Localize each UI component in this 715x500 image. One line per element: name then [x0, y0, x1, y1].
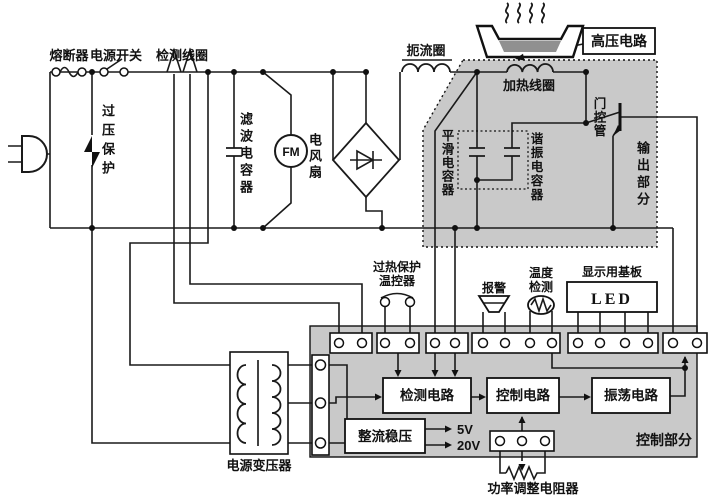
power-resistor-label: 功率调整电阻器 — [487, 481, 579, 496]
heating-coil-label: 加热线圈 — [502, 78, 555, 93]
power-plug — [8, 135, 48, 173]
smoothing-capacitor — [469, 147, 485, 157]
flow-arrows — [375, 356, 689, 471]
v5-label: 5V — [457, 422, 473, 437]
bridge-rectifier — [331, 121, 401, 199]
power-transformer — [229, 351, 289, 455]
high-voltage-region — [422, 59, 658, 248]
fuse-label: 熔断器 — [49, 48, 89, 63]
resonant-cap-label: 谐振电容器 — [528, 132, 543, 202]
v20-label: 20V — [457, 438, 480, 453]
control-section-label: 控制部分 — [636, 432, 692, 448]
overheat-label-1: 过热保护 — [373, 259, 421, 274]
hv-circuit-label: 高压电路 — [591, 33, 648, 49]
junction-dots — [89, 69, 688, 371]
connector-blocks — [329, 332, 708, 354]
secondary-connector — [311, 354, 330, 456]
detection-coil-symbol — [166, 47, 198, 73]
gate-tube-transistor — [613, 103, 622, 136]
led-label: LED — [591, 291, 633, 308]
detect-circuit-label: 检测电路 — [400, 387, 454, 403]
capacitor-dotted-box — [457, 130, 529, 190]
fuse-symbol — [51, 66, 87, 78]
rectifier-label: 整流稳压 — [358, 428, 412, 444]
alarm-speaker-icon — [477, 295, 511, 313]
osc-circuit-box — [591, 377, 671, 414]
fan-mark: FM — [282, 145, 299, 159]
display-board-label: 显示用基板 — [582, 264, 643, 279]
led-display-box — [566, 281, 658, 313]
transformer-label: 电源变压器 — [226, 458, 292, 473]
hv-label-box — [582, 27, 656, 55]
detect-circuit-box — [382, 377, 472, 414]
hv-arrowhead — [515, 53, 525, 61]
temp-label-2: 检测 — [529, 279, 553, 294]
rectifier-box — [344, 418, 426, 454]
overvoltage-label: 过压保护 — [100, 104, 115, 180]
control-circuit-label: 控制电路 — [496, 387, 550, 403]
heating-coil — [506, 63, 554, 73]
gate-tube-label: 门控管 — [591, 97, 606, 138]
thermostat-symbol — [379, 292, 416, 308]
filter-capacitor — [226, 147, 242, 157]
power-resistor-connector — [489, 430, 555, 482]
temp-label-1: 温度 — [529, 265, 554, 280]
osc-circuit-label: 振荡电路 — [604, 387, 658, 403]
alarm-label: 报警 — [482, 280, 506, 295]
choke-coil — [401, 63, 451, 73]
detection-coil-label: 检测线圈 — [156, 48, 208, 63]
choke-label: 扼流圈 — [406, 43, 445, 58]
fan-motor — [274, 134, 308, 168]
output-section-label: 输出部分 — [635, 141, 650, 209]
fan-label: 电风扇 — [307, 133, 322, 181]
filter-cap-label: 滤波电容器 — [238, 112, 253, 197]
power-switch-label: 电源开关 — [90, 48, 142, 63]
smooth-cap-label: 平滑电容器 — [439, 129, 454, 197]
power-switch-symbol — [99, 58, 129, 77]
overheat-label-2: 温控器 — [379, 273, 416, 288]
resonant-capacitor — [504, 147, 520, 157]
control-circuit-box — [486, 377, 560, 414]
cooking-pan — [475, 2, 585, 59]
thermistor-icon — [527, 295, 555, 315]
overvoltage-varistor — [84, 136, 100, 168]
